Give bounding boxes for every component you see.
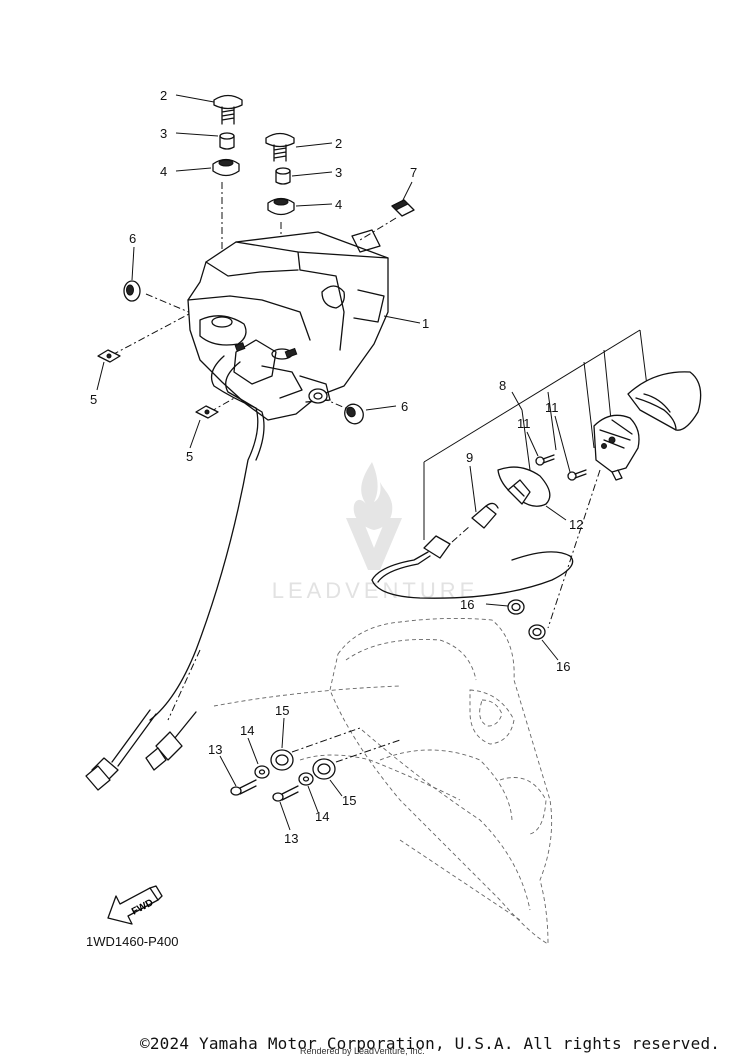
connector-left [85,709,157,791]
callout-3-left: 3 [160,126,167,141]
callout-4-right: 4 [335,197,342,212]
nut-5-lower [195,405,219,419]
callout-8: 8 [499,378,506,393]
watermark-chevron-icon [346,518,402,570]
screw-11-upper [535,454,555,466]
watermark: LEADVENTURE [272,462,479,603]
callout-5-upper: 5 [90,392,97,407]
bulb-9 [471,502,499,529]
grommet-15-lower [312,758,336,780]
callout-13-lower: 13 [284,831,298,846]
socket-cord [371,525,574,599]
callout-15-lower: 15 [342,793,356,808]
grommet-6-left [123,280,141,302]
grommet-15-upper [270,749,294,771]
grommet-16-upper [507,599,525,615]
grommet-16-lower [528,624,546,640]
clamp-7 [391,199,415,217]
callout-4-left: 4 [160,164,167,179]
rendered-by-credit: Rendered by LeadVenture, Inc. [300,1046,425,1056]
washer-14-upper [254,765,270,779]
callout-16-upper: 16 [460,597,474,612]
callout-14-lower: 14 [315,809,329,824]
bolt-2-left [213,94,243,125]
bracket-1 [187,229,389,421]
rear-fender-outline [213,617,553,945]
grommet-4-right [267,197,295,216]
callout-11-right: 11 [545,400,559,415]
lens-cover [627,371,702,431]
callout-2-left: 2 [160,88,167,103]
callout-3-right: 3 [335,165,342,180]
callout-2-right: 2 [335,136,342,151]
screw-11-lower [567,469,587,481]
washer-14-lower [298,772,314,786]
collar-3-right [275,167,291,185]
callout-12: 12 [569,517,583,532]
callout-6-right: 6 [401,399,408,414]
bolt-13-lower [272,785,299,802]
callout-9: 9 [466,450,473,465]
nut-5-upper [97,349,121,363]
callout-15-upper: 15 [275,703,289,718]
connector-right [145,711,197,771]
diagram-code: 1WD1460-P400 [86,934,179,949]
callout-16-lower: 16 [556,659,570,674]
bolt-13-upper [230,779,257,796]
copyright-notice: ©2024 Yamaha Motor Corporation, U.S.A. A… [140,1034,721,1053]
callout-labels: 2 3 4 2 3 4 7 6 1 5 5 6 8 11 11 9 12 16 … [90,88,583,846]
taillight-housing [593,414,640,481]
watermark-brand: LEADVENTURE [272,578,479,603]
callout-14-upper: 14 [240,723,254,738]
callout-7: 7 [410,165,417,180]
grommet-6-right [344,403,364,425]
callout-13-upper: 13 [208,742,222,757]
callout-5-lower: 5 [186,449,193,464]
leader-lines [96,94,571,831]
collar-3-left [219,132,235,150]
callout-6-left: 6 [129,231,136,246]
socket-12 [497,466,551,507]
bolt-2-right [265,132,295,162]
callout-1: 1 [422,316,429,331]
fwd-arrow-icon: FWD [107,885,163,925]
grommet-4-left [212,158,240,177]
watermark-flame-icon [353,462,393,530]
callout-11-left: 11 [517,416,531,431]
